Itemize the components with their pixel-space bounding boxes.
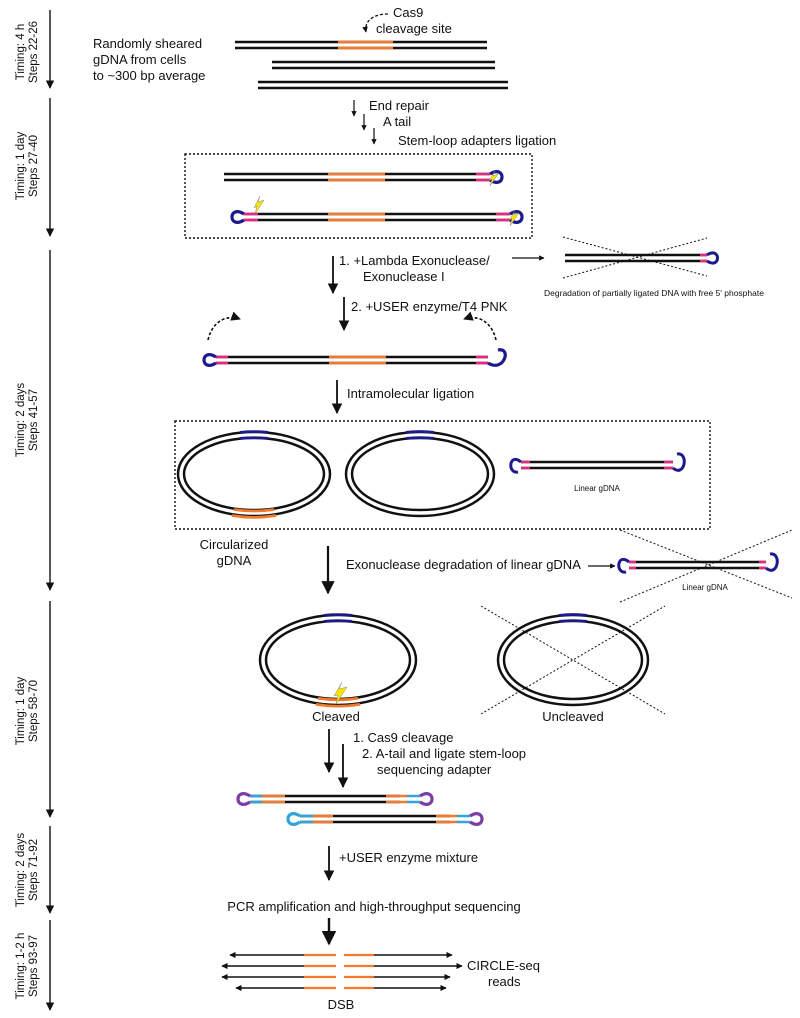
atail-ligate-label-1: 2. A-tail and ligate stem-loop bbox=[362, 746, 526, 761]
stem-loop-ligation-label: Stem-loop adapters ligation bbox=[398, 133, 556, 148]
cleaved-label: Cleaved bbox=[312, 709, 360, 724]
circular-gdna bbox=[176, 430, 332, 519]
gdna-fragment bbox=[258, 80, 508, 90]
gdna-fragment bbox=[272, 60, 495, 70]
cross-out-line bbox=[619, 529, 793, 599]
cross-out-line bbox=[562, 237, 708, 279]
svg-text:Steps 41-57: Steps 41-57 bbox=[28, 389, 40, 451]
uncleaved-circle bbox=[480, 605, 666, 715]
lightning-icon bbox=[508, 209, 520, 227]
degradation-note: Degradation of partially ligated DNA wit… bbox=[544, 288, 764, 298]
cleaved-circle bbox=[258, 613, 418, 708]
svg-text:Timing: 4 h: Timing: 4 h bbox=[15, 24, 27, 80]
lightning-icon bbox=[488, 170, 499, 187]
svg-text:Steps 71-92: Steps 71-92 bbox=[28, 839, 40, 901]
timeline-label-1: Timing: 4 h Steps 22-26 bbox=[15, 21, 40, 83]
end-repair-label: End repair bbox=[369, 98, 430, 113]
svg-text:Timing: 2 days: Timing: 2 days bbox=[15, 833, 27, 908]
timeline-label-2: Timing: 1 day Steps 27-40 bbox=[15, 131, 40, 200]
sheared-text-line-1: Randomly sheared bbox=[93, 36, 202, 51]
circularized-label-line-2: gDNA bbox=[217, 553, 252, 568]
step-reads: CIRCLE-seq reads DSB bbox=[221, 951, 540, 1012]
svg-text:Timing: 2 days: Timing: 2 days bbox=[15, 383, 27, 458]
step-sheared-gdna: Randomly sheared gDNA from cells to ~300… bbox=[93, 5, 508, 90]
cross-out-line bbox=[480, 605, 666, 715]
reads-label-line-2: reads bbox=[488, 974, 521, 989]
sequencing-library-fragment bbox=[286, 812, 484, 826]
circularization-box bbox=[174, 420, 711, 530]
a-tail-label: A tail bbox=[383, 114, 411, 129]
single-adapter-fragment bbox=[224, 170, 504, 187]
svg-text:Steps 27-40: Steps 27-40 bbox=[28, 135, 40, 197]
lightning-icon bbox=[333, 681, 348, 705]
sequencing-library-fragment bbox=[236, 792, 434, 806]
timeline-label-4: Timing: 1 day Steps 58-70 bbox=[15, 676, 40, 745]
double-adapter-fragment bbox=[230, 195, 524, 227]
svg-text:Steps 22-26: Steps 22-26 bbox=[28, 21, 40, 83]
cross-out-line bbox=[480, 605, 666, 715]
circular-gdna bbox=[344, 430, 496, 518]
atail-ligate-label-2: sequencing adapter bbox=[377, 762, 492, 777]
linear-gdna bbox=[509, 452, 686, 474]
intramolecular-ligation-label: Intramolecular ligation bbox=[347, 386, 474, 401]
stem-loop-adapter bbox=[230, 210, 245, 224]
svg-text:Steps 93-97: Steps 93-97 bbox=[28, 935, 40, 997]
exonuclease-degradation-label: Exonuclease degradation of linear gDNA bbox=[346, 557, 581, 572]
degraded-partial-dna bbox=[562, 236, 719, 279]
step-circularization: Intramolecular ligation Linear gD bbox=[174, 380, 793, 603]
cas9-label-line-2: cleavage site bbox=[376, 21, 452, 36]
exonuclease-label-1: 1. +Lambda Exonuclease/ bbox=[339, 253, 490, 268]
degraded-linear-gdna bbox=[617, 529, 793, 603]
timeline-label-6: Timing: 1-2 h Steps 93-97 bbox=[15, 933, 40, 1000]
step-user-pcr: +USER enzyme mixture PCR amplification a… bbox=[227, 846, 521, 946]
pcr-sequencing-label: PCR amplification and high-throughput se… bbox=[227, 899, 520, 914]
uncleaved-label: Uncleaved bbox=[542, 709, 603, 724]
dsb-label: DSB bbox=[328, 997, 355, 1012]
ligation-direction-arrow bbox=[207, 311, 241, 341]
timeline: Timing: 4 h Steps 22-26 Timing: 1 day St… bbox=[15, 10, 55, 1011]
exonuclease-label-2: Exonuclease I bbox=[363, 269, 445, 284]
cross-out-line bbox=[619, 529, 793, 603]
user-mixture-label: +USER enzyme mixture bbox=[339, 850, 478, 865]
linear-gdna-label: Linear gDNA bbox=[574, 484, 620, 493]
cross-out-line bbox=[562, 236, 708, 277]
step-exonuclease: 1. +Lambda Exonuclease/ Exonuclease I De… bbox=[202, 236, 764, 367]
sheared-text-line-2: gDNA from cells bbox=[93, 52, 187, 67]
step-cas9-cleavage: Cleaved Uncleaved 1. Cas9 cleavage 2. A-… bbox=[236, 605, 666, 826]
ligation-direction-arrow bbox=[463, 311, 497, 341]
linear-gdna-degraded-label: Linear gDNA bbox=[682, 583, 728, 592]
cas9-site-pointer-arrow bbox=[362, 13, 389, 33]
gdna-fragment bbox=[235, 40, 487, 50]
stem-loop-adapter bbox=[489, 170, 504, 184]
ligation-products-box bbox=[184, 153, 533, 239]
sheared-text-line-3: to ~300 bp average bbox=[93, 68, 205, 83]
svg-text:Steps 58-70: Steps 58-70 bbox=[28, 680, 40, 742]
svg-text:Timing: 1 day: Timing: 1 day bbox=[15, 676, 27, 745]
svg-text:Timing: 1 day: Timing: 1 day bbox=[15, 131, 27, 200]
circularized-label-line-1: Circularized bbox=[200, 537, 269, 552]
user-pnk-label: 2. +USER enzyme/T4 PNK bbox=[351, 299, 508, 314]
cas9-cleavage-label: 1. Cas9 cleavage bbox=[353, 730, 453, 745]
svg-text:Timing: 1-2 h: Timing: 1-2 h bbox=[15, 933, 27, 1000]
reads-label-line-1: CIRCLE-seq bbox=[467, 958, 540, 973]
step-end-repair: End repair A tail Stem-loop adapters lig… bbox=[184, 98, 556, 239]
linear-fragment-with-adapters bbox=[202, 311, 507, 367]
timeline-label-5: Timing: 2 days Steps 71-92 bbox=[15, 833, 40, 908]
lightning-icon bbox=[253, 195, 265, 215]
cas9-label-line-1: Cas9 bbox=[393, 5, 423, 20]
timeline-label-3: Timing: 2 days Steps 41-57 bbox=[15, 383, 40, 458]
